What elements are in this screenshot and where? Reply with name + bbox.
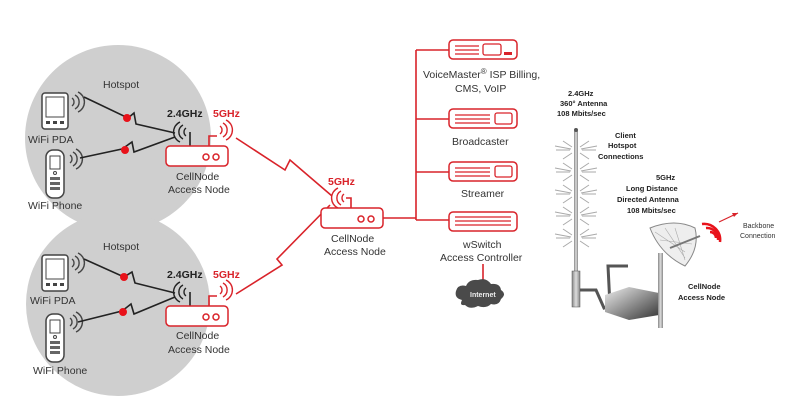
wireless-link xyxy=(83,258,176,294)
svg-text:Streamer: Streamer xyxy=(461,188,505,200)
svg-text:Connection: Connection xyxy=(740,233,776,240)
svg-text:Access Controller: Access Controller xyxy=(440,252,523,264)
band-label-5ghz: 5GHz xyxy=(213,269,240,281)
svg-text:2.4GHz: 2.4GHz xyxy=(568,89,594,98)
device-label: WiFi PDA xyxy=(28,134,74,146)
backbone-bus xyxy=(383,49,449,221)
node-label: CellNode xyxy=(176,330,219,342)
svg-text:VoiceMaster® ISP Billing,: VoiceMaster® ISP Billing, xyxy=(423,67,540,81)
node-label: CellNode xyxy=(331,233,374,245)
wireless-link xyxy=(79,136,176,159)
node-label: Access Node xyxy=(324,246,386,258)
backhaul-link-1 xyxy=(235,137,333,197)
svg-text:360° Antenna: 360° Antenna xyxy=(560,99,608,108)
svg-text:Client: Client xyxy=(615,131,636,140)
omni-antenna-icon xyxy=(574,131,578,271)
svg-text:Access Node: Access Node xyxy=(678,293,725,302)
device-label: WiFi Phone xyxy=(28,200,82,212)
svg-text:108 Mbits/sec: 108 Mbits/sec xyxy=(627,206,676,215)
backhaul-link-2 xyxy=(235,204,331,295)
svg-text:CMS, VoIP: CMS, VoIP xyxy=(455,83,506,95)
backbone-signal-icon xyxy=(701,212,739,243)
band-label-5ghz: 5GHz xyxy=(328,176,355,188)
link-dot xyxy=(121,146,129,154)
node-label: Access Node xyxy=(168,344,230,356)
hotspot-label: Hotspot xyxy=(103,79,139,91)
svg-text:Backbone: Backbone xyxy=(743,223,774,230)
hotspot-area xyxy=(26,212,210,396)
wireless-link xyxy=(83,96,176,134)
svg-text:Directed Antenna: Directed Antenna xyxy=(617,195,680,204)
server-broadcaster: Broadcaster xyxy=(448,108,518,148)
link-dot xyxy=(123,114,131,122)
server-streamer: Streamer xyxy=(448,161,518,200)
central-node: 5GHz CellNode Access Node xyxy=(320,176,386,258)
antenna-5ghz-icon xyxy=(219,119,234,141)
hotspot-1: Hotspot WiFi PDA WiFi Phone 2.4GHz 5GHz … xyxy=(25,45,240,231)
pda-icon xyxy=(41,92,69,130)
dish-antenna-icon xyxy=(649,222,697,267)
svg-text:Long Distance: Long Distance xyxy=(626,184,678,193)
server-wswitch: wSwitch Access Controller xyxy=(440,211,523,286)
link-dot xyxy=(120,273,128,281)
antenna-5ghz-icon xyxy=(219,279,234,301)
svg-text:Internet: Internet xyxy=(470,292,496,299)
antenna-5ghz-icon xyxy=(330,187,345,209)
svg-text:Connections: Connections xyxy=(598,152,643,161)
svg-text:wSwitch: wSwitch xyxy=(462,239,502,251)
wireless-link xyxy=(77,296,176,323)
device-label: WiFi PDA xyxy=(30,295,76,307)
internet-cloud-icon: Internet xyxy=(455,279,504,308)
phone-icon xyxy=(45,313,65,363)
link-dot xyxy=(119,308,127,316)
node-label: CellNode xyxy=(176,171,219,183)
router-icon xyxy=(320,207,384,229)
server-voicemaster: VoiceMaster® ISP Billing, CMS, VoIP xyxy=(423,39,540,95)
router-icon xyxy=(165,305,229,327)
pda-icon xyxy=(41,254,69,292)
band-label-5ghz: 5GHz xyxy=(213,108,240,120)
device-label: WiFi Phone xyxy=(33,365,87,377)
node-label: Access Node xyxy=(168,184,230,196)
band-label-2-4ghz: 2.4GHz xyxy=(167,108,203,120)
svg-text:Broadcaster: Broadcaster xyxy=(452,136,509,148)
svg-text:5GHz: 5GHz xyxy=(656,173,675,182)
svg-text:108 Mbits/sec: 108 Mbits/sec xyxy=(557,109,606,118)
hotspot-2: Hotspot WiFi PDA WiFi Phone 2.4GHz 5GHz … xyxy=(26,212,240,396)
svg-text:Hotspot: Hotspot xyxy=(608,141,637,150)
hotspot-label: Hotspot xyxy=(103,241,139,253)
access-node-box-icon xyxy=(605,287,659,320)
phone-icon xyxy=(45,149,65,199)
svg-text:CellNode: CellNode xyxy=(688,282,721,291)
hotspot-area xyxy=(25,45,211,231)
router-icon xyxy=(165,145,229,167)
band-label-2-4ghz: 2.4GHz xyxy=(167,269,203,281)
hardware-illustration: 2.4GHz 360° Antenna 108 Mbits/sec Client… xyxy=(554,89,776,328)
